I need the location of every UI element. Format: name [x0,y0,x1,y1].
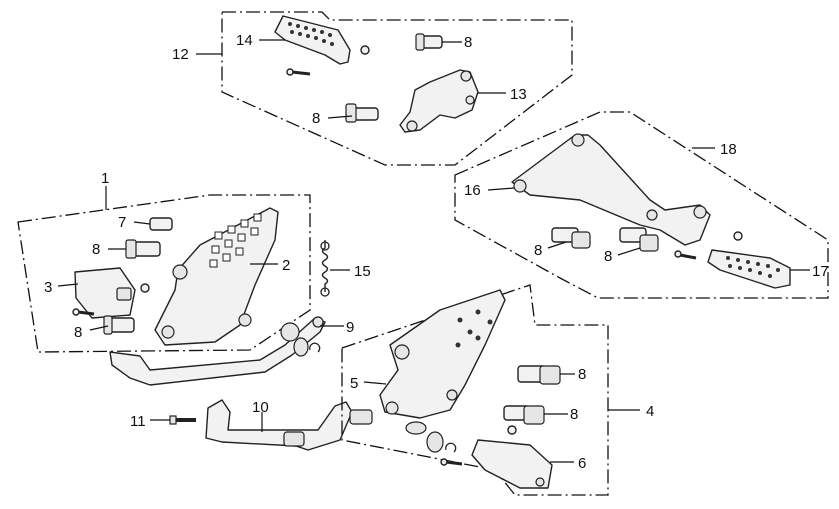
nut-small-right [733,231,743,241]
group-4-front-right: 5 8 8 4 6 [341,284,654,496]
group-1-front-left: 1 7 8 2 3 8 [17,170,311,353]
footrest-plate-5 [379,289,506,419]
footpeg-14 [274,15,351,65]
screw-small-top [286,68,311,76]
nut-small-left [140,283,150,293]
bracket-13 [399,69,479,133]
footpeg-17 [707,249,791,289]
callout-6: 6 [578,455,586,472]
bolt-8-top [415,33,443,51]
callout-17: 17 [812,263,829,280]
footpeg-6 [471,439,553,489]
callout-4: 4 [646,403,654,420]
bolt-8-bottom-a [517,365,561,385]
callout-8c: 8 [534,242,542,259]
callout-3: 3 [44,279,52,296]
callout-10: 10 [252,399,269,416]
callout-14: 14 [236,32,253,49]
callout-7: 7 [118,214,126,231]
callout-9: 9 [346,319,354,336]
callout-5: 5 [350,375,358,392]
shift-linkage-10: 10 [205,399,373,451]
callout-11: 11 [130,413,146,430]
callout-12: 12 [172,46,189,63]
callout-13: 13 [510,86,527,103]
washers-bottom [405,421,457,453]
callout-8f: 8 [74,324,82,341]
group-12-boundary [221,11,573,166]
callout-8a: 8 [464,34,472,51]
screw-small-bottom [440,458,463,466]
bracket-18 [511,133,711,246]
bolt-8-right-a [551,227,591,249]
nut-small [360,45,370,55]
shift-lever-9: 9 [109,316,354,386]
callout-18: 18 [720,141,737,158]
callout-8h: 8 [570,406,578,423]
callout-1: 1 [101,170,109,187]
bolt-8-left-a [125,239,161,259]
bolt-8-bottom-b [503,405,545,425]
bolt-7 [149,217,173,231]
nut-small-bottom [507,425,517,435]
footrest-plate-2 [154,207,279,346]
callout-8e: 8 [92,241,100,258]
callout-16: 16 [464,182,481,199]
bolt-8-left-b [103,315,135,335]
group-4-boundary [341,284,609,496]
callout-15: 15 [354,263,371,280]
screw-small-right [674,250,697,260]
group-12-rear-left: 12 14 8 13 8 [172,11,573,166]
group-18-rear-right: 18 16 8 8 17 [454,111,829,299]
group-1-boundary [17,194,311,353]
callout-8b: 8 [312,110,320,127]
callout-8d: 8 [604,248,612,265]
footpeg-3 [74,267,136,319]
callout-2: 2 [282,257,290,274]
bolt-8-right-b [619,227,659,252]
bolt-8-lower [345,103,379,123]
screw-small-left [72,308,95,316]
callout-8g: 8 [578,366,586,383]
bolt-11: 11 [130,413,196,430]
spring-15: 15 [320,240,371,297]
group-18-boundary [454,111,829,299]
